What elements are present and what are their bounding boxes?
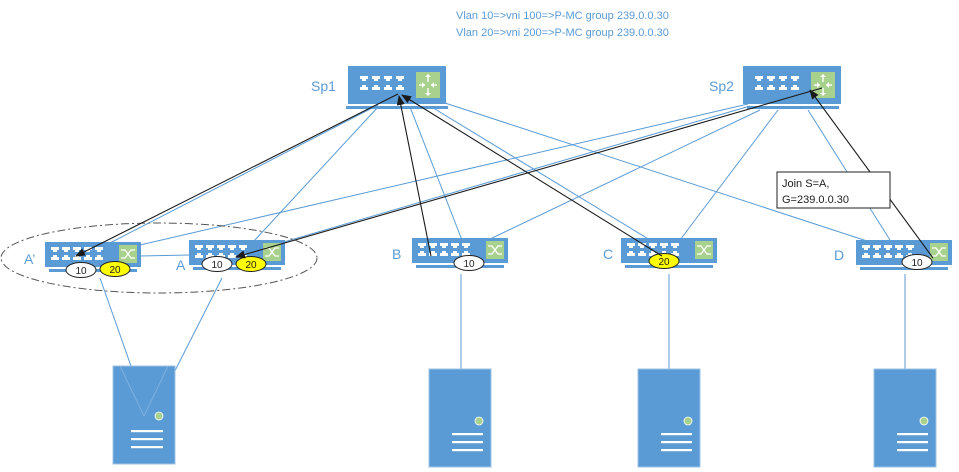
link-sp2-b [487, 109, 761, 241]
svg-text:10: 10 [75, 266, 87, 277]
svg-text:10: 10 [911, 258, 923, 269]
switch-icon [930, 243, 948, 261]
server-c[interactable] [637, 368, 701, 468]
svg-text:10: 10 [211, 260, 223, 271]
leaf-a-label: A [176, 257, 186, 273]
status-led-icon [154, 411, 164, 421]
leaf-a-prime-label: A’ [24, 251, 35, 267]
leaf-c-label: C [603, 246, 613, 262]
spine-sp1[interactable] [346, 66, 448, 109]
switch-icon [263, 243, 281, 261]
vlan-badge-a-10: 10 [201, 256, 233, 272]
switch-icon [695, 241, 713, 259]
header-note-vlan10: Vlan 10=>vni 100=>P-MC group 239.0.0.30 [456, 10, 669, 22]
arrow-sp1-to-a-prime [75, 93, 399, 257]
svg-text:20: 20 [109, 265, 121, 276]
vlan-badge-a-prime-10: 10 [65, 262, 97, 278]
server-b[interactable] [428, 368, 492, 468]
status-led-icon [683, 416, 693, 426]
status-led-icon [474, 416, 484, 426]
vlan-badge-b-10: 10 [453, 255, 485, 271]
switch-icon [119, 245, 137, 263]
link-sp2-a [269, 105, 751, 247]
server-d[interactable] [873, 368, 937, 468]
header-note-vlan20: Vlan 20=>vni 200=>P-MC group 239.0.0.30 [456, 27, 669, 39]
arrow-b-to-sp1 [396, 95, 432, 257]
arrow-c-to-sp1 [401, 94, 663, 257]
status-led-icon [919, 416, 929, 426]
server-a-pair[interactable] [112, 365, 176, 465]
link-sp1-a-prime [109, 104, 379, 244]
spine-sp2[interactable] [743, 66, 841, 109]
join-callout: Join S=A, G=239.0.0.30 [776, 171, 891, 209]
router-icon [811, 72, 835, 98]
arrow-sp2-to-a [235, 87, 823, 259]
link-sp1-c [429, 105, 651, 241]
link-sp1-b [409, 106, 463, 241]
multicast-arrows [75, 87, 934, 259]
svg-text:20: 20 [658, 257, 670, 268]
vlan-badge-d-10: 10 [901, 254, 933, 270]
link-a-prime-a [139, 254, 191, 257]
vlan-badge-a-prime-20: 20 [99, 261, 131, 277]
leaf-d-label: D [834, 247, 844, 263]
link-sp2-a-prime [139, 103, 749, 246]
vpc-group-ellipse [0, 222, 318, 294]
link-sp1-a [253, 106, 379, 242]
router-icon [416, 72, 440, 98]
switch-icon [486, 241, 504, 259]
link-sp2-c [679, 109, 779, 241]
vlan-badge-c-20: 20 [648, 253, 680, 269]
svg-text:10: 10 [463, 259, 475, 270]
link-sp1-d [444, 102, 871, 243]
callout-line-1: Join S=A, [782, 178, 829, 190]
callout-line-2: G=239.0.0.30 [782, 194, 849, 206]
spine-sp2-label: Sp2 [709, 78, 734, 94]
spine-sp1-label: Sp1 [311, 78, 336, 94]
svg-text:20: 20 [245, 260, 257, 271]
vlan-badge-a-20: 20 [235, 256, 267, 272]
leaf-b-label: B [392, 246, 401, 262]
